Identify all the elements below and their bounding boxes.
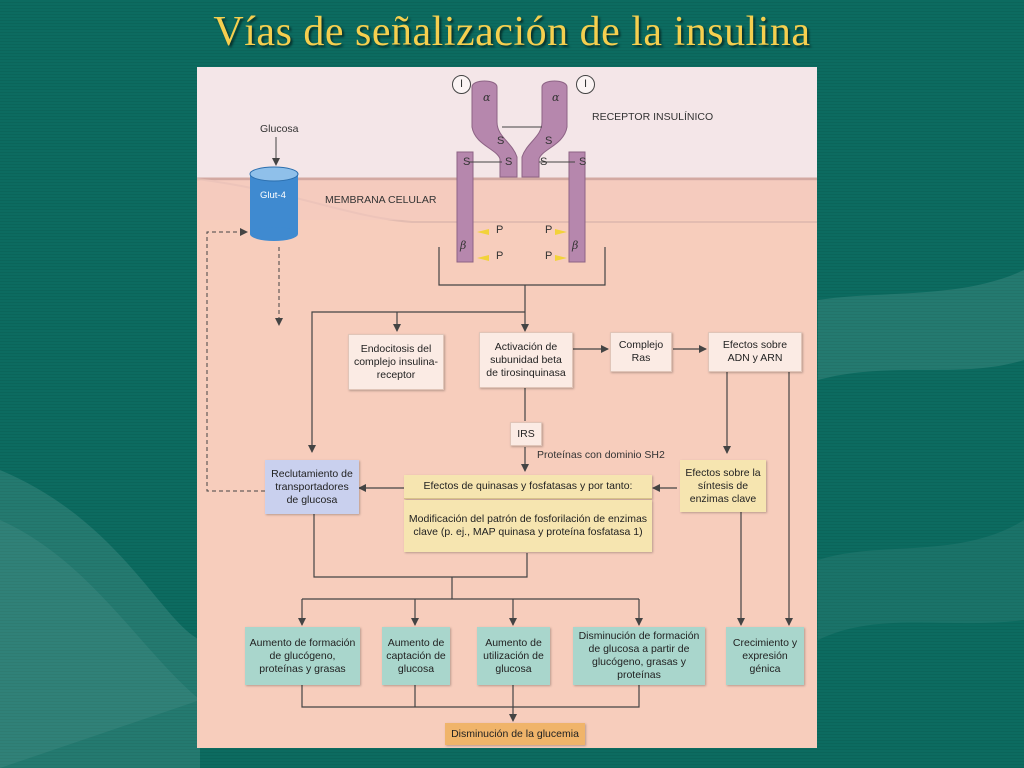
insulin-marker-left: I <box>452 75 471 94</box>
glycemia-decrease-box: Disminución de la glucemia <box>445 723 585 745</box>
insulin-marker-right: I <box>576 75 595 94</box>
membrane-label: MEMBRANA CELULAR <box>325 194 437 206</box>
glucose-uptake-box: Aumento de captación de glucosa <box>382 627 450 685</box>
glucose-label: Glucosa <box>260 123 299 135</box>
receptor-label: RECEPTOR INSULÍNICO <box>592 111 714 123</box>
sh2-label: Proteínas con dominio SH2 <box>537 449 665 461</box>
phosphate-p: P <box>545 250 553 262</box>
glucose-formation-decrease-box: Disminución de formación de glucosa a pa… <box>573 627 705 685</box>
kinase-effects-header: Efectos de quinasas y fosfatasas y por t… <box>404 475 652 499</box>
slide-title: Vías de señalización de la insulina <box>213 9 811 55</box>
recruitment-box: Reclutamiento de transportadores de gluc… <box>265 460 359 514</box>
dna-rna-effects-box: Efectos sobre ADN y ARN <box>708 332 802 372</box>
glut4-label: Glut-4 <box>260 190 286 201</box>
disulfide-s: S <box>463 156 471 168</box>
beta-subunit-left: β <box>460 239 467 252</box>
beta-activation-box: Activación de subunidad beta de tirosinq… <box>479 332 573 388</box>
phosphate-p: P <box>545 224 553 236</box>
glut4-transporter <box>249 166 299 241</box>
beta-subunit-right: β <box>572 239 579 252</box>
phosphorylation-box: Modificación del patrón de fosforilación… <box>404 500 652 552</box>
glycogen-formation-box: Aumento de formación de glucógeno, prote… <box>245 627 360 685</box>
disulfide-s: S <box>540 156 548 168</box>
disulfide-s: S <box>545 135 553 147</box>
enzyme-synthesis-box: Efectos sobre la síntesis de enzimas cla… <box>680 460 766 512</box>
growth-expression-box: Crecimiento y expresión génica <box>726 627 804 685</box>
insulin-receptor <box>456 80 586 263</box>
alpha-subunit-right: α <box>552 91 560 104</box>
endocytosis-box: Endocitosis del complejo insulina-recept… <box>348 334 444 390</box>
phosphate-p: P <box>496 224 504 236</box>
ras-complex-box: Complejo Ras <box>610 332 672 372</box>
disulfide-s: S <box>497 135 505 147</box>
glucose-utilization-box: Aumento de utilización de glucosa <box>477 627 550 685</box>
phosphate-p: P <box>496 250 504 262</box>
irs-box: IRS <box>510 422 542 446</box>
insulin-signaling-diagram: I I α α S S S S S S P P P P β β Glucosa … <box>197 67 817 748</box>
disulfide-s: S <box>579 156 587 168</box>
disulfide-s: S <box>505 156 513 168</box>
diagram-lines <box>197 67 817 722</box>
alpha-subunit-left: α <box>483 91 491 104</box>
